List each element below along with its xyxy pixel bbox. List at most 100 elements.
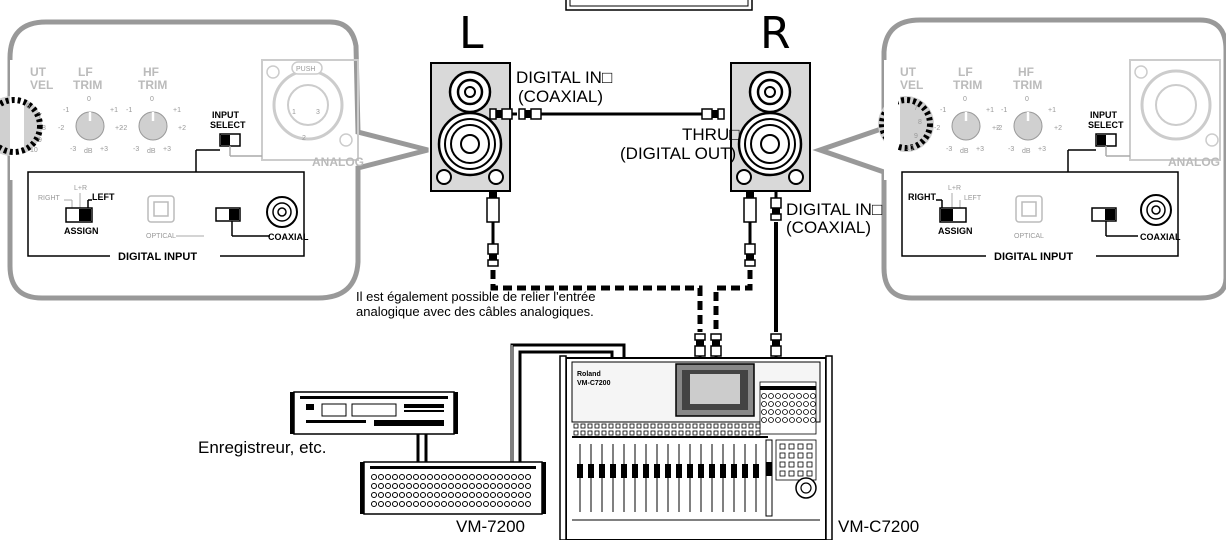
svg-text:-2: -2	[58, 125, 64, 132]
digital-in-right-sublabel: (COAXIAL)	[786, 218, 872, 237]
digital-in-left-label: DIGITAL IN□	[516, 68, 613, 87]
svg-text:-1: -1	[126, 107, 132, 114]
svg-text:0: 0	[963, 96, 967, 103]
svg-text:L+R: L+R	[74, 185, 87, 192]
svg-text:HF: HF	[143, 65, 159, 79]
svg-text:3: 3	[316, 109, 320, 116]
svg-text:VEL: VEL	[900, 78, 923, 92]
svg-text:+2: +2	[1054, 125, 1062, 132]
svg-text:ASSIGN: ASSIGN	[64, 226, 99, 236]
svg-text:+1: +1	[986, 107, 994, 114]
svg-text:8: 8	[42, 125, 46, 132]
svg-text:LEFT: LEFT	[92, 192, 115, 202]
svg-text:8: 8	[918, 119, 922, 126]
svg-text:-1: -1	[940, 107, 946, 114]
svg-text:+3: +3	[163, 146, 171, 153]
svg-text:1: 1	[292, 109, 296, 116]
svg-text:HF: HF	[1018, 65, 1034, 79]
svg-text:+2: +2	[115, 125, 123, 132]
svg-text:COAXIAL: COAXIAL	[1140, 232, 1181, 242]
svg-text:RIGHT: RIGHT	[38, 195, 61, 202]
svg-text:+3: +3	[976, 146, 984, 153]
svg-text:SELECT: SELECT	[210, 120, 246, 130]
recorder-label: Enregistreur, etc.	[198, 438, 327, 457]
svg-text:+1: +1	[1048, 107, 1056, 114]
svg-text:LF: LF	[958, 65, 973, 79]
svg-text:ANALOG: ANALOG	[1168, 155, 1220, 169]
svg-text:0: 0	[87, 96, 91, 103]
svg-text:-3: -3	[1008, 146, 1014, 153]
svg-text:UT: UT	[900, 65, 917, 79]
svg-text:-2: -2	[996, 125, 1002, 132]
svg-text:10: 10	[30, 147, 38, 154]
vmc7200-console: Roland VM-C7200	[559, 355, 833, 540]
svg-text:-3: -3	[946, 146, 952, 153]
svg-text:Roland: Roland	[577, 371, 601, 378]
svg-text:+2: +2	[992, 125, 1000, 132]
svg-text:SELECT: SELECT	[1088, 120, 1124, 130]
svg-text:PUSH: PUSH	[296, 66, 315, 73]
svg-text:0: 0	[150, 96, 154, 103]
svg-text:DIGITAL INPUT: DIGITAL INPUT	[994, 251, 1073, 263]
svg-text:ASSIGN: ASSIGN	[938, 226, 973, 236]
svg-text:6: 6	[26, 103, 30, 110]
svg-text:DIGITAL INPUT: DIGITAL INPUT	[118, 251, 197, 263]
svg-text:dB: dB	[147, 148, 156, 155]
svg-text:10: 10	[906, 145, 914, 152]
svg-text:TRIM: TRIM	[138, 78, 167, 92]
svg-text:INPUT: INPUT	[212, 110, 240, 120]
svg-text:2: 2	[302, 135, 306, 142]
speaker-left-label: L	[459, 8, 484, 59]
analog-note-line-1: Il est également possible de relier l'en…	[356, 289, 596, 304]
recorder-device	[290, 391, 458, 435]
svg-text:+1: +1	[173, 107, 181, 114]
digital-out-label: (DIGITAL OUT)	[620, 144, 737, 163]
vmc7200-label: VM-C7200	[838, 517, 920, 536]
svg-text:LF: LF	[78, 65, 93, 79]
analog-note-line-2: analogique avec des câbles analogiques.	[356, 304, 594, 319]
svg-text:COAXIAL: COAXIAL	[268, 232, 309, 242]
svg-text:ANALOG: ANALOG	[312, 155, 364, 169]
svg-text:INPUT: INPUT	[1090, 110, 1118, 120]
svg-text:OPTICAL: OPTICAL	[1014, 233, 1044, 240]
svg-text:-1: -1	[1001, 107, 1007, 114]
svg-text:7: 7	[914, 105, 918, 112]
svg-text:+3: +3	[1038, 146, 1046, 153]
svg-text:-3: -3	[133, 146, 139, 153]
svg-text:+2: +2	[178, 125, 186, 132]
svg-text:VEL: VEL	[30, 78, 53, 92]
svg-text:LEFT: LEFT	[964, 195, 982, 202]
svg-text:RIGHT: RIGHT	[908, 192, 937, 202]
thru-label: THRU□	[682, 125, 740, 144]
svg-text:UT: UT	[30, 65, 47, 79]
vm7200-unit	[360, 461, 546, 515]
speaker-right	[730, 62, 811, 192]
svg-text:-2: -2	[934, 125, 940, 132]
speaker-jack-plugs	[486, 191, 782, 267]
digital-in-left-sublabel: (COAXIAL)	[518, 87, 604, 106]
speaker-left	[430, 62, 511, 192]
svg-text:TRIM: TRIM	[953, 78, 982, 92]
coaxial-plugs-top	[489, 108, 725, 120]
speaker-right-label: R	[760, 8, 791, 59]
svg-text:0: 0	[1025, 96, 1029, 103]
svg-text:9: 9	[38, 137, 42, 144]
svg-text:dB: dB	[960, 148, 969, 155]
svg-text:+1: +1	[110, 107, 118, 114]
svg-text:OPTICAL: OPTICAL	[146, 233, 176, 240]
svg-text:dB: dB	[84, 148, 93, 155]
svg-text:TRIM: TRIM	[1013, 78, 1042, 92]
svg-text:L+R: L+R	[948, 185, 961, 192]
svg-text:9: 9	[914, 133, 918, 140]
svg-text:-3: -3	[70, 146, 76, 153]
svg-text:TRIM: TRIM	[73, 78, 102, 92]
vm7200-label: VM-7200	[456, 517, 525, 536]
svg-text:-2: -2	[121, 125, 127, 132]
svg-text:-1: -1	[63, 107, 69, 114]
svg-text:+3: +3	[100, 146, 108, 153]
svg-text:dB: dB	[1022, 148, 1031, 155]
